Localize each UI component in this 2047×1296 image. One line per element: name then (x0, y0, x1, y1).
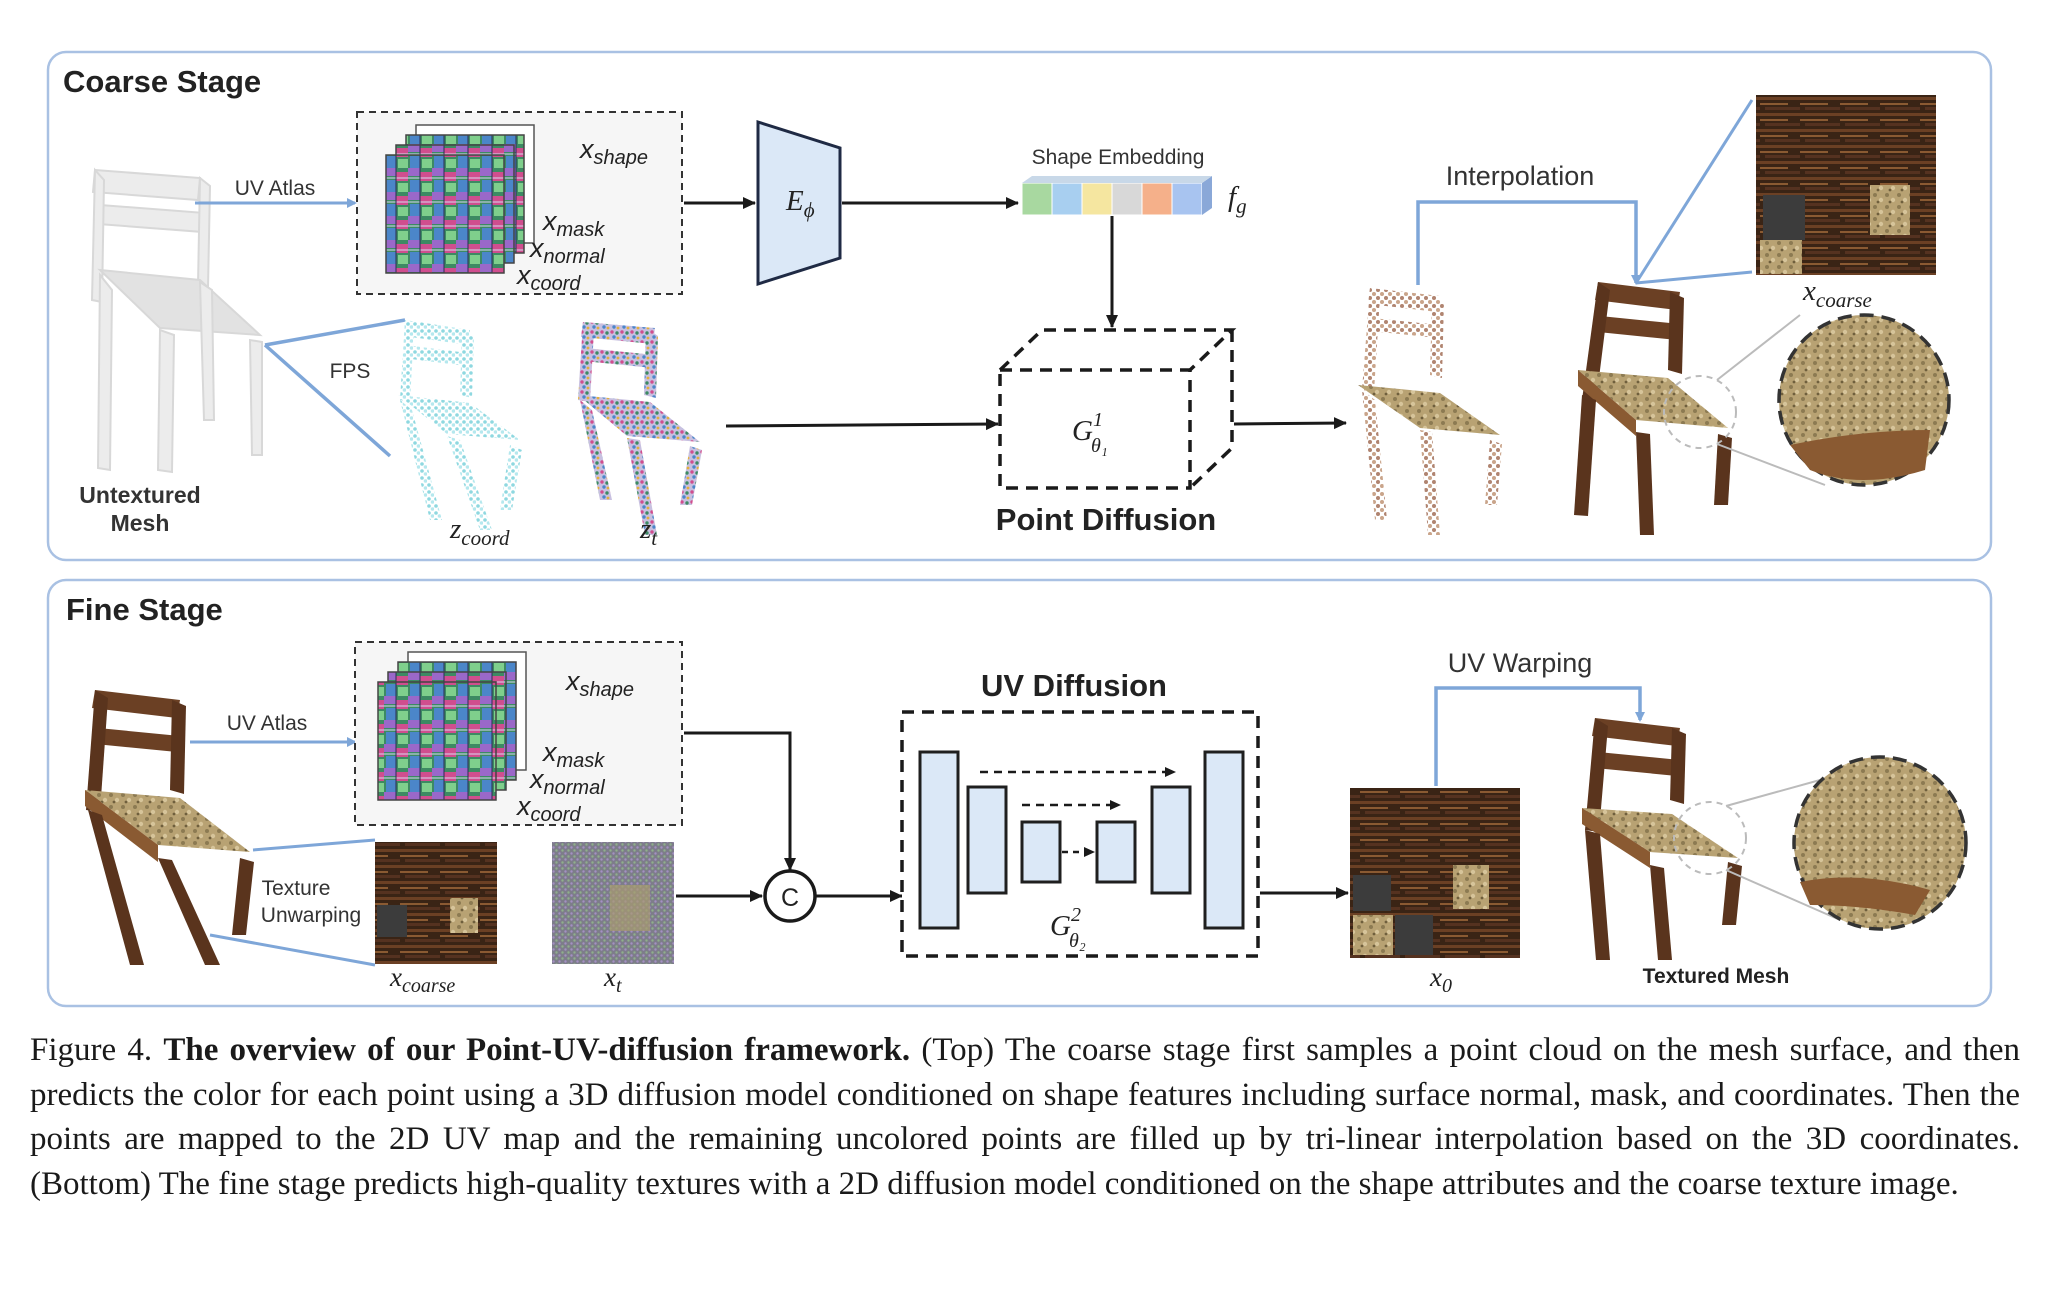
zoom-link-lower-fine (1725, 869, 1841, 921)
texture-unwarping-line-lower (209, 933, 376, 967)
texture-unwarping-label-1: Texture (262, 877, 331, 900)
concat-label: C (781, 884, 799, 912)
caption-bold-title: The overview of our Point-UV-diffusion f… (163, 1032, 911, 1068)
interpolation-arrow (1416, 200, 1641, 285)
x-coarse-texture-fabric-patch-2 (1760, 240, 1802, 274)
caption-body: (Top) The coarse stage first samples a p… (30, 1032, 2020, 1202)
caption-label: Figure 4. (30, 1032, 153, 1068)
x-coarse-fine-dark-patch (377, 905, 407, 937)
x-coarse-label-coarse: xcoarse (1802, 275, 1872, 312)
fps-line-lower (263, 343, 392, 458)
encoder-label: Eϕ (785, 185, 815, 222)
textured-mesh-chair (1582, 718, 1742, 960)
x-t-label: xt (603, 962, 622, 997)
x0-fabric-patch (1453, 865, 1489, 909)
x-coarse-fine-fabric-patch (450, 898, 478, 933)
z-t-label: zt (639, 513, 658, 550)
coarse-textured-chair (1574, 282, 1732, 535)
concat-node (763, 869, 817, 923)
x0-dark-patch-2 (1395, 915, 1433, 955)
zoom-detail-wood-fine (1800, 877, 1930, 915)
point-diffusion-label: Point Diffusion (996, 502, 1216, 537)
colored-point-cloud-chair (1358, 288, 1502, 535)
z-coord-point-cloud (398, 320, 522, 530)
texture-link-lower (1635, 270, 1753, 285)
diffusion-to-colored-arrow (1233, 417, 1347, 430)
zoom-link-upper-fine (1725, 779, 1821, 807)
fine-input-chair (85, 690, 254, 965)
framework-diagram: Coarse Stage Untextured Mesh UV Atlas xs… (46, 50, 1993, 1008)
textured-mesh-label: Textured Mesh (1643, 965, 1790, 988)
uv-atlas-label-fine: UV Atlas (227, 712, 308, 735)
attributes-to-concat-arrow (684, 731, 796, 871)
uv-warping-label: UV Warping (1448, 648, 1593, 678)
z-t-noisy-point-cloud (578, 322, 702, 535)
x-coarse-texture-fine (375, 842, 497, 964)
uv-atlas-stack-fine (377, 651, 527, 801)
x-coarse-texture-dark-patch (1763, 195, 1805, 240)
figure-caption: Figure 4. The overview of our Point-UV-d… (30, 1028, 2020, 1206)
shape-embedding-label: Shape Embedding (1032, 146, 1205, 169)
point-diffusion-block (998, 328, 1237, 490)
x-coarse-label-fine: xcoarse (389, 962, 455, 997)
f-g-label: fg (1228, 181, 1247, 218)
zt-to-diffusion-arrow (725, 418, 999, 431)
zoom-detail-wood-coarse (1790, 430, 1930, 480)
fine-stage-panel (46, 578, 1993, 1008)
texture-unwarping-line-upper (252, 838, 376, 852)
x-t-faded-patch (610, 885, 650, 931)
encoder-block (756, 119, 842, 287)
x-coarse-texture-fabric-patch (1870, 185, 1910, 235)
uv-diffusion-block (900, 710, 1260, 958)
fine-stage-title: Fine Stage (66, 592, 223, 627)
untextured-mesh-chair (90, 167, 263, 474)
texture-link-upper (1634, 99, 1754, 284)
uv-atlas-label-coarse: UV Atlas (235, 177, 316, 200)
texture-unwarping-label-2: Unwarping (261, 904, 361, 927)
zoom-link-lower-coarse (1716, 443, 1826, 486)
x0-fabric-patch-2 (1353, 915, 1393, 955)
uv-atlas-stack-coarse (385, 124, 535, 274)
zoom-source-circle-fine (1673, 801, 1747, 875)
mesh-label-line1: Untextured (79, 482, 200, 508)
mesh-label-line2: Mesh (111, 510, 170, 536)
unet-layers (918, 750, 1245, 930)
uv-diffusion-label: UV Diffusion (981, 668, 1167, 703)
fps-line-upper (264, 318, 406, 347)
fps-label: FPS (330, 360, 371, 383)
coarse-stage-title: Coarse Stage (63, 64, 261, 99)
x0-dark-patch (1353, 875, 1391, 911)
interpolation-label: Interpolation (1446, 161, 1595, 191)
zoom-link-upper-coarse (1716, 314, 1801, 381)
shape-embedding-vector (1021, 176, 1212, 216)
uv-warping-arrow (1434, 686, 1645, 786)
x0-label: x0 (1429, 962, 1452, 997)
zoom-source-circle-coarse (1663, 375, 1737, 449)
coarse-stage-panel (46, 50, 1993, 562)
